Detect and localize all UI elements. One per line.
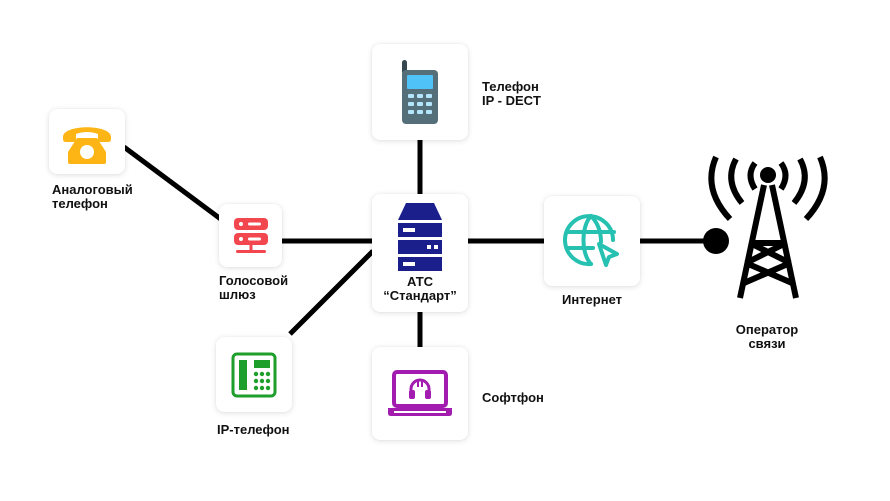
label-line: телефон <box>52 196 108 211</box>
edge-ipphone-to-pbx <box>288 249 375 336</box>
label-line: IP-телефон <box>217 422 290 437</box>
label-line: связи <box>748 336 786 351</box>
analog-phone-icon <box>63 126 111 164</box>
label-line: Аналоговый <box>52 182 133 197</box>
mobile-phone-icon <box>402 60 438 124</box>
label-line: АТС <box>406 274 434 289</box>
server-gateway-icon <box>233 217 268 253</box>
label-line: Оператор <box>735 322 799 337</box>
label-softphone: Софтфон <box>482 391 544 405</box>
server-rack-icon <box>398 203 442 271</box>
label-analog-phone: Аналоговый телефон <box>52 183 133 211</box>
operator-connection-dot <box>703 228 729 254</box>
globe-cursor-icon <box>563 214 619 267</box>
label-ip-phone: IP-телефон <box>217 423 290 437</box>
label-dect-phone: Телефон IP - DECT <box>482 80 541 108</box>
edge-analog-to-gateway <box>122 144 224 223</box>
label-line: Телефон <box>482 79 539 94</box>
node-internet[interactable] <box>544 196 640 286</box>
node-softphone[interactable] <box>372 347 468 440</box>
label-line: Софтфон <box>482 390 544 405</box>
node-analog-phone[interactable] <box>49 109 125 174</box>
ip-desk-phone-icon <box>231 352 277 397</box>
label-line: шлюз <box>219 287 256 302</box>
label-internet: Интернет <box>544 293 640 307</box>
radio-tower-icon <box>708 155 828 299</box>
label-line: Интернет <box>561 292 622 307</box>
node-voice-gateway[interactable] <box>219 204 282 267</box>
laptop-headset-icon <box>388 369 452 416</box>
label-line: Голосовой <box>219 273 289 288</box>
label-pbx: АТС “Стандарт” <box>383 275 456 303</box>
label-voice-gateway: Голосовой шлюз <box>219 274 288 302</box>
label-line: “Стандарт” <box>383 288 457 303</box>
node-ip-phone[interactable] <box>216 337 292 412</box>
node-pbx[interactable]: АТС “Стандарт” <box>372 194 468 312</box>
node-dect-phone[interactable] <box>372 44 468 140</box>
label-operator: Оператор связи <box>720 323 814 351</box>
label-line: IP - DECT <box>482 93 541 108</box>
